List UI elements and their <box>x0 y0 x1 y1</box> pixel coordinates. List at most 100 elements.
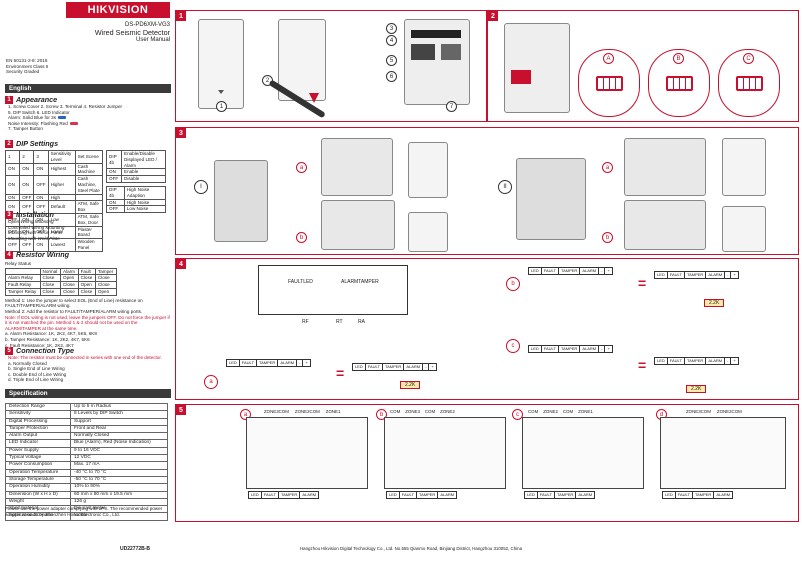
table-cell: ON <box>4 193 21 202</box>
zone-label: ZONE3COM <box>264 409 289 414</box>
table-cell: ON <box>4 162 21 177</box>
spec-value: Max. 17 mA <box>70 461 168 470</box>
label-c: c <box>506 339 520 353</box>
spec-key: Weight <box>5 497 71 507</box>
table-cell: High <box>47 193 76 202</box>
install-open <box>214 160 268 242</box>
product-model: DS-PD6XM-VG3 <box>124 22 170 28</box>
noise-led-text: Noise Intensity: Flashing Red <box>8 120 68 126</box>
terminal-led: LED <box>655 358 668 364</box>
spec-footnote: Please use the power adapter complying w… <box>5 506 163 517</box>
zone-label: ZONE3COM <box>686 409 711 414</box>
label-b: b <box>602 232 613 243</box>
detector-step-a <box>408 142 448 198</box>
callout-4: 4 <box>386 35 397 46</box>
standard-line: Security Graded <box>6 69 40 75</box>
section-title: Installation <box>16 210 54 219</box>
label-c: C <box>743 53 754 64</box>
label-a: a <box>602 162 613 173</box>
method-2: Method 2: Add the resistor to FAULT/TAMP… <box>5 308 143 314</box>
table-cell: ATM, Safe Box, Door <box>74 212 104 227</box>
install-step-b2 <box>624 200 706 250</box>
detector-front <box>198 19 244 109</box>
terminal-led: LED <box>227 360 240 366</box>
terminal-alarm: ALARM <box>404 364 424 370</box>
zone-label: ZONE2COM <box>294 409 320 414</box>
table-cell: ATM, Safe Box <box>74 200 104 214</box>
spec-key: Digital Processing <box>5 417 71 426</box>
detector-board <box>404 19 470 105</box>
equals-sign: = <box>336 365 345 381</box>
company-footer: Hangzhou Hikvision Digital Technology Co… <box>300 546 523 551</box>
spec-row: Operation Temperature-40 °C to 70 °C <box>5 468 168 477</box>
method-1: Method 1: Use the jumper to select EOL (… <box>5 297 143 309</box>
terminal-minus: - <box>725 358 732 364</box>
section-number: 2 <box>5 139 13 148</box>
terminal-fault: FAULT <box>538 492 555 498</box>
appearance-noise: Noise Intensity: Flashing Red <box>8 121 165 127</box>
label-b: B <box>673 53 684 64</box>
terminal-plus: + <box>305 360 308 365</box>
zone-label: ZONE1 <box>578 409 593 414</box>
table-cell: ON <box>106 198 125 207</box>
resistor-value: 2.2K <box>691 386 702 392</box>
table-cell: OFF <box>106 175 122 183</box>
spec-value: Normally Closed <box>70 432 168 441</box>
wiring-diagram-b <box>384 417 506 489</box>
label-c: c <box>512 409 523 420</box>
terminal-alarm: ALARM <box>278 360 298 366</box>
appearance-alarm: Alarm: Solid Blue for 3s <box>8 115 165 121</box>
spec-key: Dimension (W x H x D) <box>5 490 71 499</box>
resistor-value-badge: 2.2K <box>400 381 421 389</box>
table-cell: Alarm Relay <box>5 274 41 283</box>
terminal-tamper: TAMPER <box>559 268 581 274</box>
spec-key: LED Indicator <box>5 439 71 448</box>
board-closeup <box>504 23 570 113</box>
left-column: HIKVISION DS-PD6XM-VG3 Wired Seismic Det… <box>0 0 172 563</box>
table-cell: Fault Relay <box>5 281 41 289</box>
table-cell: ON <box>33 238 49 252</box>
table-cell: ON <box>33 162 49 177</box>
panel-3: 3 I a b II a b <box>175 127 799 255</box>
terminal-tamper: TAMPER <box>685 358 707 364</box>
table-cell: ON <box>4 175 21 195</box>
terminal-tamper: TAMPER <box>279 492 301 498</box>
terminal-fault: FAULT <box>400 492 417 498</box>
terminal-tamper: TAMPER <box>559 346 581 352</box>
resistor-value-badge: 2.2K <box>686 385 707 393</box>
terminal-fault: FAULT <box>366 364 383 370</box>
spec-value: Indoor <box>70 512 168 521</box>
section-number: 4 <box>5 250 13 259</box>
equals-sign: = <box>638 275 647 291</box>
terminal-alarm: ALARM <box>302 492 317 497</box>
label-roman-1: I <box>194 180 208 194</box>
connection-item: c. Double End of Line Wiring <box>8 371 67 377</box>
spec-row: Storage Temperature-50 °C to 70 °C <box>5 475 168 485</box>
table-cell: Close <box>39 281 61 289</box>
terminal-alarm: ALARM <box>706 272 726 278</box>
terminal-alarm: ALARM <box>578 492 593 497</box>
table-cell: 2 <box>19 150 35 164</box>
table-cell: Enable/Disable Displayed LED / Alarm <box>121 149 166 170</box>
spec-value: 9 to 16 VDC <box>70 446 168 456</box>
dip-option-a <box>578 49 640 117</box>
spec-value: Front and Rear <box>70 424 168 434</box>
table-cell: DIP 4b <box>106 149 122 170</box>
table-cell: Tamper <box>94 267 118 276</box>
table-cell: DIP 4b <box>106 186 125 200</box>
terminal-minus: - <box>423 364 430 370</box>
